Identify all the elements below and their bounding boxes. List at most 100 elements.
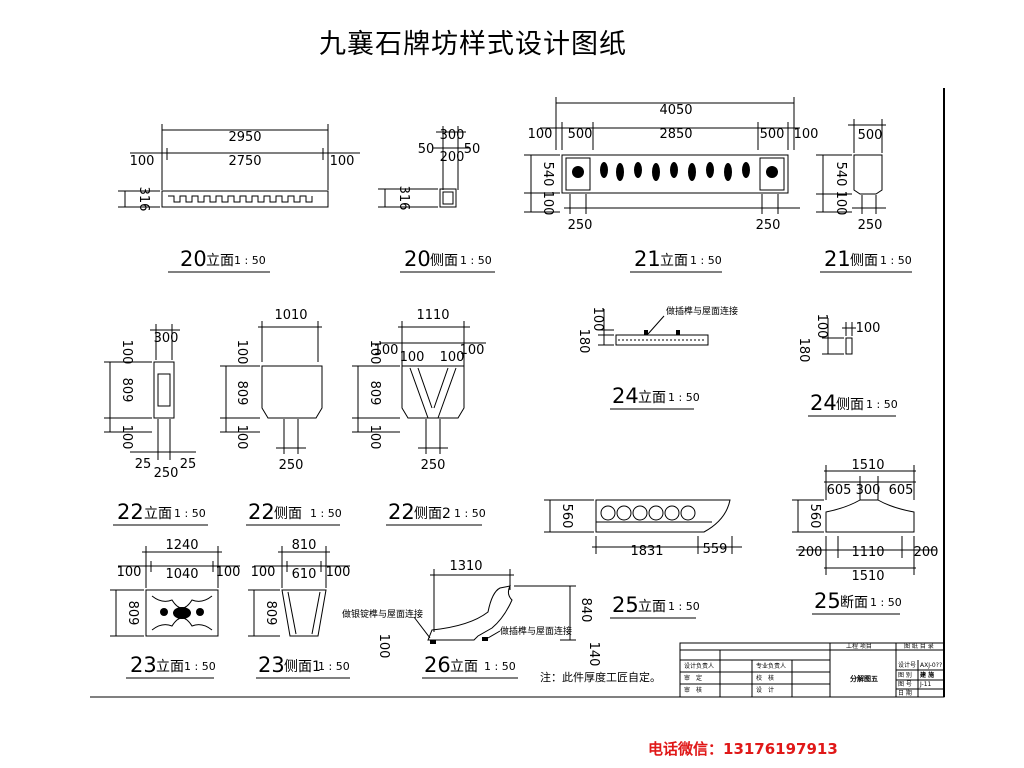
dim-text: 25: [180, 457, 197, 472]
carved-figures: [572, 162, 778, 181]
view-scale: 1 : 50: [690, 254, 722, 267]
footnote: 注：此件厚度工匠自定。: [540, 670, 661, 684]
dim-text: 809: [367, 381, 382, 406]
dim-text: 1040: [165, 567, 198, 582]
dim-text: 250: [858, 218, 883, 233]
dim-text: 316: [136, 187, 151, 212]
dim-text: 200: [440, 150, 465, 165]
view-scale: 1 : 50: [310, 507, 342, 520]
dim-text: 500: [858, 128, 883, 143]
dim-text: 1510: [851, 569, 884, 584]
dim-text: 100: [374, 343, 399, 358]
view-20-elevation: 2950 100 2750 100 316 20 立面 1 : 50: [118, 124, 360, 273]
view-number: 23: [130, 653, 157, 677]
dim-text: 4050: [659, 103, 692, 118]
view-name: 侧面: [850, 253, 878, 269]
view-number: 22: [388, 500, 415, 524]
view-22-side-2: 1110 100 100 100 100 100 809 100 250 22 …: [352, 308, 486, 526]
title-block-cell: 校 核: [756, 674, 774, 682]
dim-text: 100: [590, 307, 605, 332]
dim-text: 100: [330, 154, 355, 169]
dim-text: 810: [292, 538, 317, 553]
view-24-elevation: 做插榫与屋面连接 100 180 24 立面 1 : 50: [576, 305, 738, 410]
dim-text: 500: [760, 127, 785, 142]
dim-text: 100: [794, 127, 819, 142]
dim-text: 180: [796, 338, 811, 363]
dim-text: 809: [263, 601, 278, 626]
view-scale: 1 : 50: [866, 398, 898, 411]
view-number: 20: [180, 247, 207, 271]
dim-text: 100: [856, 321, 881, 336]
view-24-side: 100 100 180 24 侧面 1 : 50: [796, 314, 898, 417]
note-text: 做插榫与屋面连接: [666, 305, 738, 317]
view-number: 23: [258, 653, 285, 677]
title-block-cell: 设计负责人: [684, 662, 714, 670]
dim-text: 300: [154, 331, 179, 346]
dim-text: 809: [234, 381, 249, 406]
title-block-cell: 审 定: [684, 674, 702, 682]
dim-text: 100: [326, 565, 351, 580]
dim-text: 100: [400, 350, 425, 365]
title-block-meta: 日 期: [898, 689, 912, 697]
dim-text: 100: [376, 634, 391, 659]
note-text: 做插榫与屋面连接: [500, 625, 572, 637]
view-name: 侧面: [430, 253, 458, 269]
view-scale: 1 : 50: [870, 596, 902, 609]
dim-text: 250: [568, 218, 593, 233]
dim-text: 559: [703, 542, 728, 557]
title-block-meta: 图 别: [898, 671, 912, 679]
dim-text: 2850: [659, 127, 692, 142]
dim-text: 100: [130, 154, 155, 169]
view-name: 立面: [144, 506, 172, 522]
view-number: 24: [612, 384, 639, 408]
view-name: 侧面1: [284, 659, 321, 675]
dim-text: 100: [440, 350, 465, 365]
dim-text: 100: [119, 425, 134, 450]
dim-text: 300: [856, 483, 881, 498]
view-number: 21: [824, 247, 851, 271]
dim-text: 100: [367, 425, 382, 450]
view-23-elevation: 1240 100 1040 100 809 23 立面 1 : 50: [110, 538, 240, 679]
title-block-meta-value: J-11: [919, 681, 932, 688]
dim-text: 100: [119, 340, 134, 365]
dim-text: 250: [279, 458, 304, 473]
view-name: 侧面: [836, 397, 864, 413]
view-number: 22: [248, 500, 275, 524]
view-number: 25: [814, 589, 841, 613]
title-block-meta: 图 号: [898, 681, 912, 688]
view-name: 断面: [840, 595, 868, 611]
title-block: 工程 项目 图 纸 目 录 设计负责人 专业负责人 审 定 校 核 审 核 设 …: [679, 642, 945, 698]
title-block-sheet: 分解图五: [850, 674, 878, 683]
view-number: 24: [810, 391, 837, 415]
dim-text: 500: [568, 127, 593, 142]
view-name: 立面: [638, 599, 666, 615]
dim-text: 250: [154, 466, 179, 481]
drawing-title: 九襄石牌坊样式设计图纸: [319, 29, 627, 60]
view-name: 立面: [450, 659, 478, 675]
view-name: 立面: [156, 659, 184, 675]
dim-text: 250: [421, 458, 446, 473]
dim-text: 100: [367, 340, 382, 365]
dim-text: 50: [418, 142, 435, 157]
view-21-elevation: 4050 100 500 2850 500 100 540 100 250 25…: [524, 97, 819, 273]
dim-text: 809: [125, 601, 140, 626]
dim-text: 140: [586, 642, 601, 667]
view-22-elevation: 300 100 809 100 25 250 25 22 立面 1 : 50: [104, 324, 208, 526]
dim-text: 100: [460, 343, 485, 358]
dim-text: 605: [827, 483, 852, 498]
view-25-section: 1510 605 300 605 560 200 1110 200 1510 2…: [792, 458, 938, 615]
view-name: 立面: [660, 253, 688, 269]
dim-text: 1831: [630, 544, 663, 559]
contact-info: 电话微信：13176197913: [648, 740, 838, 758]
dim-text: 180: [576, 329, 591, 354]
view-number: 21: [634, 247, 661, 271]
view-name: 侧面2: [414, 506, 451, 522]
title-block-drawing-no: 图 纸 目 录: [904, 642, 934, 650]
view-name: 侧面: [274, 506, 302, 522]
view-scale: 1 : 50: [174, 507, 206, 520]
view-26-elevation: 1310 做银锭榫与屋面连接 做插榫与屋面连接 840 100 140 26 立…: [342, 559, 601, 679]
view-number: 26: [424, 653, 451, 677]
dim-text: 50: [464, 142, 481, 157]
title-block-cell: 审 核: [684, 686, 702, 694]
dim-text: 1310: [449, 559, 482, 574]
